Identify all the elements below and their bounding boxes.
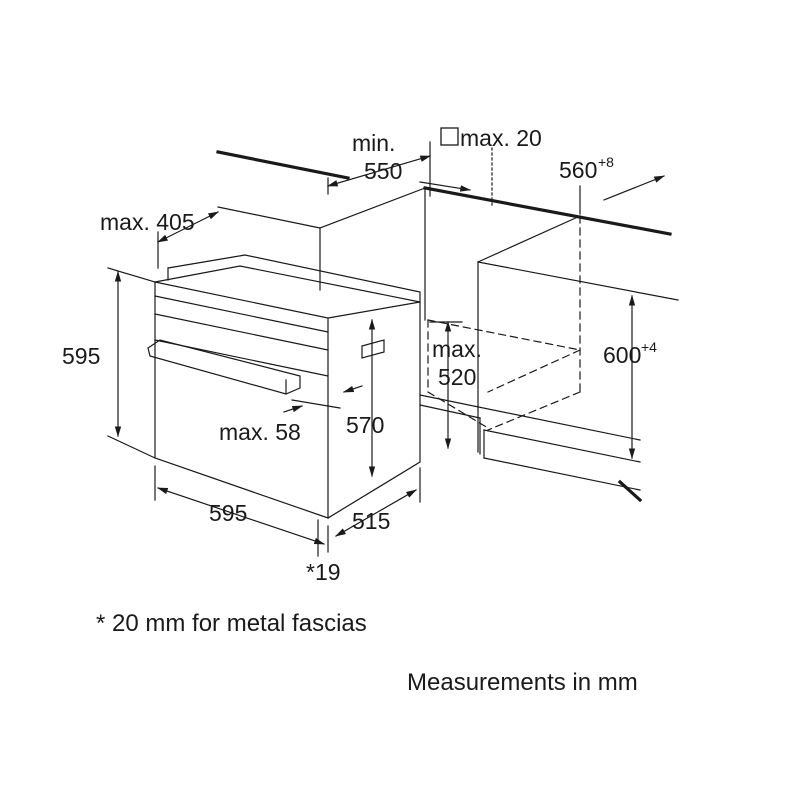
label-595-height: 595 [62, 343, 100, 369]
label-fascia-19: *19 [306, 559, 341, 585]
label-max-58: max. 58 [219, 419, 301, 445]
label-min-550-top: min. [352, 130, 395, 156]
label-515: 515 [352, 508, 390, 534]
label-560-sup: +8 [598, 154, 614, 170]
label-min-550-bottom: 550 [364, 158, 402, 184]
label-560: 560 [559, 157, 597, 183]
label-max-520-bottom: 520 [438, 364, 476, 390]
footnote: * 20 mm for metal fascias [96, 610, 367, 637]
dimension-labels: min. 550 max. 20 560 +8 max. 405 595 max… [62, 125, 657, 585]
cabinet [216, 147, 679, 503]
label-600: 600 [603, 342, 641, 368]
square-icon [440, 127, 459, 146]
label-570: 570 [346, 412, 384, 438]
label-max-520-top: max. [432, 336, 482, 362]
label-max-20: max. 20 [460, 125, 542, 151]
units-note: Measurements in mm [407, 669, 638, 696]
label-595-width: 595 [209, 500, 247, 526]
oven [147, 254, 421, 519]
label-max-405: max. 405 [100, 209, 195, 235]
dimension-lines [107, 141, 666, 557]
label-600-sup: +4 [641, 339, 657, 355]
